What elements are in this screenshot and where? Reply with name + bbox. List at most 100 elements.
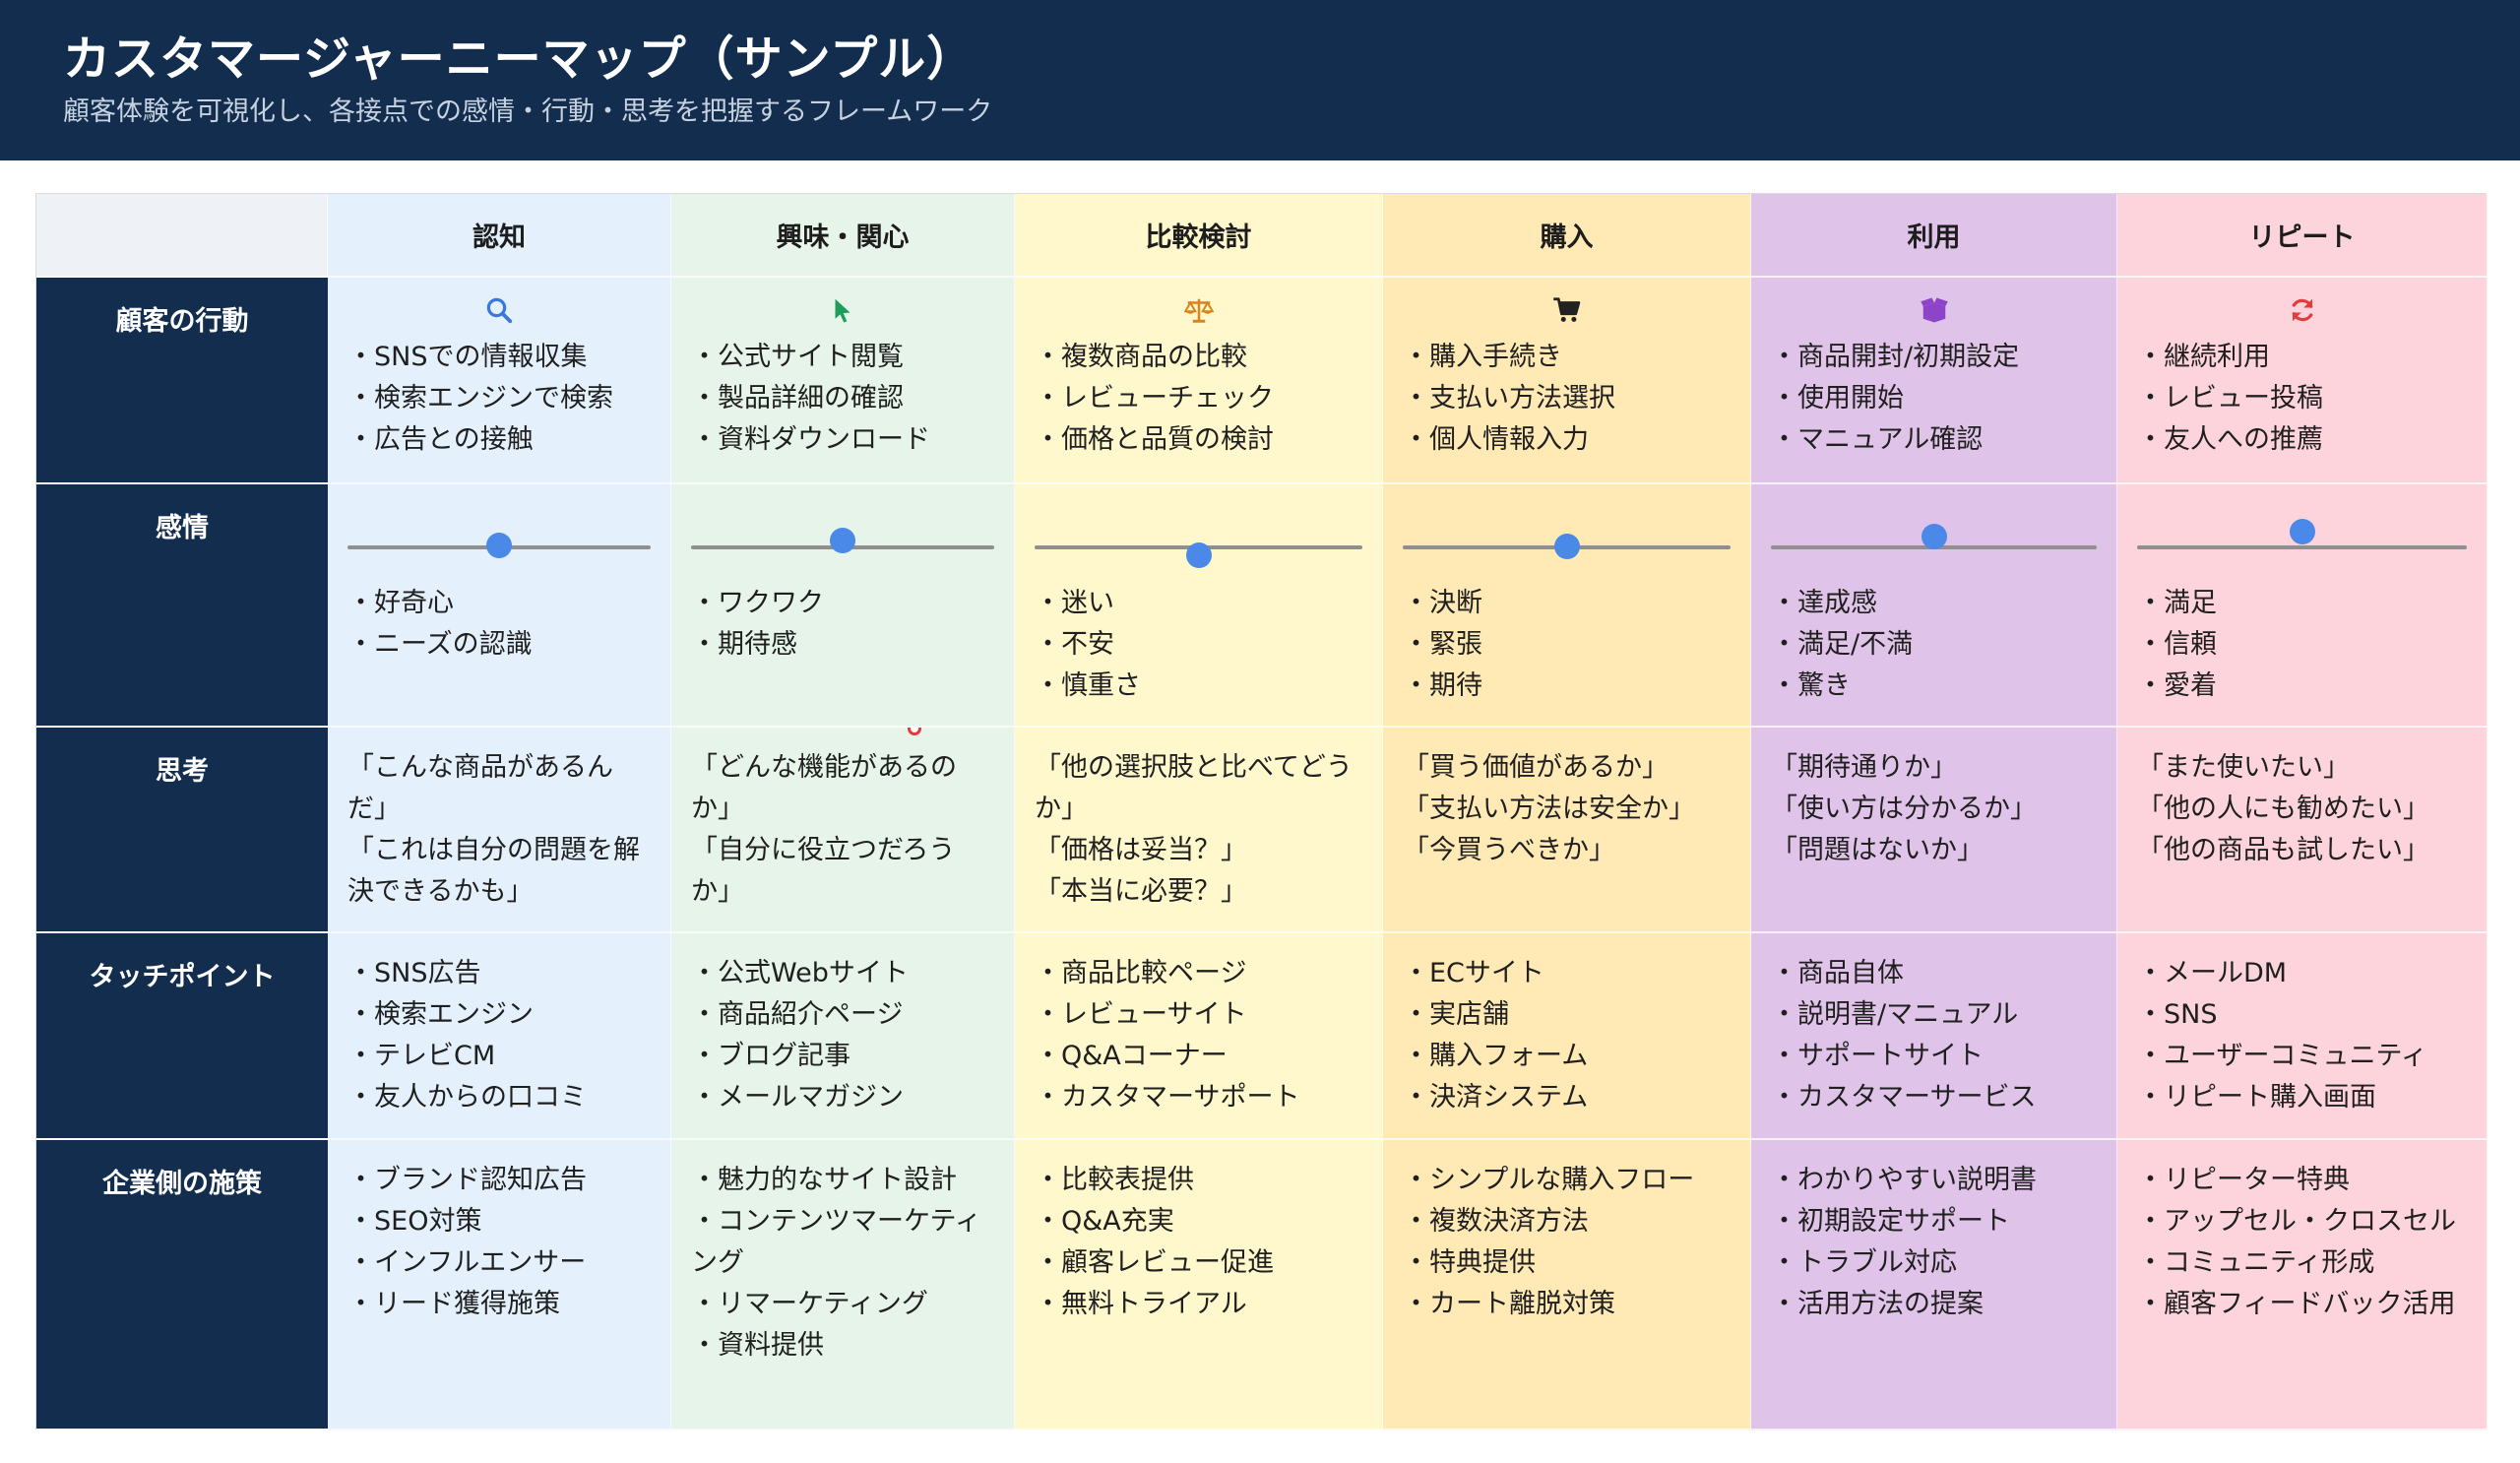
thought-item: 「問題はないか」 <box>1771 835 1984 865</box>
emotion-baseline <box>2137 545 2467 549</box>
emotion-item: ・期待 <box>1403 670 1482 701</box>
emotion-item: ・慎重さ <box>1035 670 1141 701</box>
emotion-item: ・期待感 <box>691 629 797 660</box>
emotion-cell-comparison: ・迷い・不安・慎重さ <box>1015 484 1383 728</box>
row-label-emotions: 感情 <box>36 484 328 728</box>
thought-item: 「支払い方法は安全か」 <box>1403 794 1695 824</box>
measure-cell-purchase: ・シンプルな購入フロー・複数決済方法・特典提供・カート離脱対策 <box>1383 1140 1751 1431</box>
measure-cell-usage: ・わかりやすい説明書・初期設定サポート・トラブル対応・活用方法の提案 <box>1751 1140 2117 1431</box>
row-label-measures: 企業側の施策 <box>36 1140 328 1431</box>
emotion-item: ・好奇心 <box>347 588 454 618</box>
thought-list: 「どんな機能があるのか」「自分に役立つだろうか」 <box>671 728 1014 913</box>
thought-list: 「こんな商品があるんだ」「これは自分の問題を解決できるかも」 <box>328 728 670 913</box>
emotion-item: ・不安 <box>1035 629 1114 660</box>
touchpoint-item: ・テレビCM <box>347 1041 496 1071</box>
thought-item: 「どんな機能があるのか」 <box>691 752 957 824</box>
touchpoint-cell-purchase: ・ECサイト・実店舗・購入フォーム・決済システム <box>1383 933 1751 1140</box>
action-cell-purchase: ・購入手続き・支払い方法選択・個人情報入力 <box>1383 278 1751 484</box>
measure-cell-repeat: ・リピーター特典・アップセル・クロスセル・コミュニティ形成・顧客フィードバック活… <box>2117 1140 2488 1431</box>
touchpoint-item: ・商品紹介ページ <box>691 999 904 1030</box>
row-label-touchpoints: タッチポイント <box>36 933 328 1140</box>
measure-item: ・ブランド認知広告 <box>347 1165 587 1195</box>
touchpoint-item: ・購入フォーム <box>1403 1041 1589 1071</box>
touchpoint-item: ・商品比較ページ <box>1035 958 1247 988</box>
emotion-cell-usage: ・達成感・満足/不満・驚き <box>1751 484 2117 728</box>
action-item: ・製品詳細の確認 <box>691 383 904 413</box>
touchpoint-item: ・カスタマーサービス <box>1771 1082 2037 1113</box>
thought-item: 「使い方は分かるか」 <box>1771 794 2037 824</box>
action-item: ・資料ダウンロード <box>691 424 930 455</box>
measure-item: ・顧客フィードバック活用 <box>2137 1289 2456 1319</box>
touchpoint-item: ・レビューサイト <box>1035 999 1247 1030</box>
measure-item: ・シンプルな購入フロー <box>1403 1165 1695 1195</box>
emotion-level-dot <box>2289 519 2315 544</box>
emotion-cell-repeat: ・満足・信頼・愛着 <box>2117 484 2488 728</box>
cursor-icon <box>835 298 850 323</box>
measure-item: ・顧客レビュー促進 <box>1035 1247 1274 1278</box>
action-item: ・マニュアル確認 <box>1771 424 1984 455</box>
refresh-icon <box>2292 298 2312 322</box>
action-item: ・広告との接触 <box>347 424 534 455</box>
touchpoint-cell-usage: ・商品自体・説明書/マニュアル・サポートサイト・カスタマーサービス <box>1751 933 2117 1140</box>
thought-item: 「買う価値があるか」 <box>1403 752 1669 783</box>
action-item: ・複数商品の比較 <box>1035 342 1247 372</box>
emotion-item: ・迷い <box>1035 588 1114 618</box>
action-item: ・友人への推薦 <box>2137 424 2323 455</box>
thought-cell-purchase: 「買う価値があるか」「支払い方法は安全か」「今買うべきか」 <box>1383 728 1751 933</box>
action-list: ・商品開封/初期設定・使用開始・マニュアル確認 <box>1751 329 2116 461</box>
action-cell-awareness: ・SNSでの情報収集・検索エンジンで検索・広告との接触 <box>328 278 671 484</box>
cursor-marker <box>908 728 921 735</box>
action-cell-comparison: ・複数商品の比較・レビューチェック・価格と品質の検討 <box>1015 278 1383 484</box>
page-title: カスタマージャーニーマップ（サンプル） <box>63 32 976 87</box>
measure-list: ・比較表提供・Q&A充実・顧客レビュー促進・無料トライアル <box>1015 1140 1382 1325</box>
action-list: ・継続利用・レビュー投稿・友人への推薦 <box>2117 329 2487 461</box>
touchpoint-list: ・ECサイト・実店舗・購入フォーム・決済システム <box>1383 933 1750 1118</box>
touchpoint-list: ・商品比較ページ・レビューサイト・Q&Aコーナー・カスタマーサポート <box>1015 933 1382 1118</box>
measure-item: ・インフルエンサー <box>347 1247 587 1278</box>
touchpoint-cell-comparison: ・商品比較ページ・レビューサイト・Q&Aコーナー・カスタマーサポート <box>1015 933 1383 1140</box>
emotion-cell-interest: ・ワクワク・期待感 <box>671 484 1015 728</box>
measure-item: ・無料トライアル <box>1035 1289 1247 1319</box>
thought-list: 「期待通りか」「使い方は分かるか」「問題はないか」 <box>1751 728 2116 871</box>
emotion-item: ・愛着 <box>2137 670 2217 701</box>
action-item: ・購入手続き <box>1403 342 1562 372</box>
measure-item: ・アップセル・クロスセル <box>2137 1206 2456 1237</box>
emotion-list: ・満足・信頼・愛着 <box>2117 583 2487 707</box>
emotion-list: ・好奇心・ニーズの認識 <box>328 583 670 666</box>
measure-list: ・シンプルな購入フロー・複数決済方法・特典提供・カート離脱対策 <box>1383 1140 1750 1325</box>
stage-header-usage: 利用 <box>1751 194 2117 278</box>
thought-item: 「こんな商品があるんだ」 <box>347 752 613 824</box>
emotion-cell-awareness: ・好奇心・ニーズの認識 <box>328 484 671 728</box>
action-icon-wrap <box>671 278 1014 329</box>
box-open-icon <box>1920 297 1948 323</box>
thought-item: 「本当に必要？」 <box>1035 876 1247 907</box>
touchpoint-item: ・ブログ記事 <box>691 1041 850 1071</box>
action-item: ・個人情報入力 <box>1403 424 1589 455</box>
touchpoint-item: ・説明書/マニュアル <box>1771 999 2019 1030</box>
thought-cell-usage: 「期待通りか」「使い方は分かるか」「問題はないか」 <box>1751 728 2117 933</box>
touchpoint-item: ・商品自体 <box>1771 958 1904 988</box>
thought-cell-comparison: 「他の選択肢と比べてどうか」「価格は妥当？」「本当に必要？」 <box>1015 728 1383 933</box>
action-icon-wrap <box>1383 278 1750 329</box>
action-cell-interest: ・公式サイト閲覧・製品詳細の確認・資料ダウンロード <box>671 278 1015 484</box>
emotion-level-dot <box>486 533 512 558</box>
touchpoint-list: ・メールDM・SNS・ユーザーコミュニティ・リピート購入画面 <box>2117 933 2487 1118</box>
action-item: ・支払い方法選択 <box>1403 383 1615 413</box>
action-item: ・レビュー投稿 <box>2137 383 2323 413</box>
emotion-list: ・迷い・不安・慎重さ <box>1015 583 1382 707</box>
touchpoint-item: ・検索エンジン <box>347 999 534 1030</box>
measure-item: ・SEO対策 <box>347 1206 482 1237</box>
touchpoint-item: ・カスタマーサポート <box>1035 1082 1300 1113</box>
measure-item: ・複数決済方法 <box>1403 1206 1589 1237</box>
measure-item: ・リード獲得施策 <box>347 1289 560 1319</box>
search-icon <box>486 297 513 324</box>
emotion-item: ・ワクワク <box>691 588 824 618</box>
action-item: ・公式サイト閲覧 <box>691 342 904 372</box>
emotion-level-dot <box>1921 524 1947 549</box>
touchpoint-item: ・メールマガジン <box>691 1082 904 1113</box>
emotion-list: ・ワクワク・期待感 <box>671 583 1014 666</box>
thought-item: 「自分に役立つだろうか」 <box>691 835 956 907</box>
measure-item: ・リマーケティング <box>691 1289 928 1319</box>
emotion-level-dot <box>830 528 855 553</box>
row-label-thoughts: 思考 <box>36 728 328 933</box>
